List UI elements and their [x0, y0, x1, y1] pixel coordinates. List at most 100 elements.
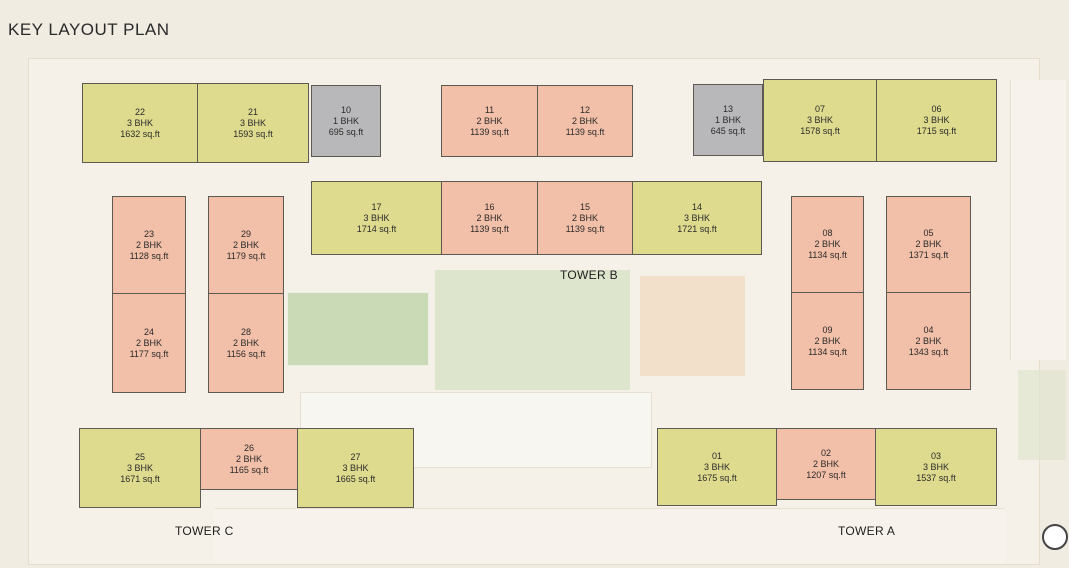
- unit-number: 09: [822, 324, 833, 335]
- unit-area: 1715 sq.ft: [916, 126, 957, 136]
- basketball-court: [640, 276, 745, 376]
- unit-number: 03: [930, 450, 941, 461]
- unit-22[interactable]: 22 3 BHK 1632 sq.ft: [82, 83, 198, 163]
- unit-08[interactable]: 08 2 BHK 1134 sq.ft: [791, 196, 864, 293]
- unit-28[interactable]: 28 2 BHK 1156 sq.ft: [208, 293, 284, 393]
- unit-area: 1139 sq.ft: [565, 126, 605, 137]
- unit-02[interactable]: 02 2 BHK 1207 sq.ft: [776, 428, 876, 500]
- unit-type: 2 BHK: [135, 337, 162, 348]
- unit-number: 29: [240, 228, 251, 239]
- unit-type: 3 BHK: [363, 212, 390, 223]
- unit-05[interactable]: 05 2 BHK 1371 sq.ft: [886, 196, 971, 293]
- unit-27[interactable]: 27 3 BHK 1665 sq.ft: [297, 428, 414, 508]
- unit-15[interactable]: 15 2 BHK 1139 sq.ft: [537, 181, 633, 255]
- compass-icon: [1042, 524, 1068, 550]
- unit-number: 04: [923, 324, 934, 335]
- unit-type: 2 BHK: [571, 212, 598, 223]
- unit-area: 1343 sq.ft: [908, 346, 949, 357]
- unit-11[interactable]: 11 2 BHK 1139 sq.ft: [441, 85, 538, 157]
- unit-12[interactable]: 12 2 BHK 1139 sq.ft: [537, 85, 633, 157]
- unit-type: 1 BHK: [714, 114, 741, 125]
- unit-number: 22: [134, 106, 145, 117]
- unit-area: 1721 sq.ft: [677, 223, 717, 234]
- unit-area: 1179 sq.ft: [226, 250, 266, 261]
- unit-area: 1671 sq.ft: [120, 473, 160, 484]
- unit-area: 1139 sq.ft: [470, 126, 509, 137]
- unit-07[interactable]: 07 3 BHK 1578 sq.ft: [763, 79, 877, 162]
- unit-number: 11: [484, 104, 495, 115]
- unit-area: 1139 sq.ft: [470, 223, 509, 234]
- unit-number: 28: [240, 326, 251, 337]
- unit-16[interactable]: 16 2 BHK 1139 sq.ft: [441, 181, 538, 255]
- unit-area: 1207 sq.ft: [806, 469, 846, 480]
- unit-10[interactable]: 10 1 BHK 695 sq.ft: [311, 85, 381, 157]
- right-lawn: [1018, 370, 1066, 460]
- unit-03[interactable]: 03 3 BHK 1537 sq.ft: [875, 428, 997, 506]
- unit-number: 23: [143, 228, 154, 239]
- unit-21[interactable]: 21 3 BHK 1593 sq.ft: [197, 83, 309, 163]
- unit-type: 2 BHK: [476, 115, 503, 126]
- unit-type: 2 BHK: [571, 115, 598, 126]
- unit-type: 3 BHK: [126, 462, 153, 473]
- unit-area: 1371 sq.ft: [908, 250, 949, 260]
- unit-number: 02: [820, 447, 831, 458]
- central-lawn: [435, 270, 630, 390]
- unit-09[interactable]: 09 2 BHK 1134 sq.ft: [791, 292, 864, 390]
- unit-number: 08: [822, 228, 833, 238]
- unit-area: 1665 sq.ft: [335, 473, 376, 484]
- unit-type: 2 BHK: [476, 212, 503, 223]
- unit-type: 1 BHK: [332, 115, 359, 126]
- unit-area: 1714 sq.ft: [356, 223, 397, 234]
- unit-type: 3 BHK: [683, 212, 710, 223]
- unit-type: 2 BHK: [812, 458, 839, 469]
- unit-area: 1128 sq.ft: [129, 250, 169, 261]
- unit-type: 2 BHK: [915, 335, 942, 346]
- unit-04[interactable]: 04 2 BHK 1343 sq.ft: [886, 292, 971, 390]
- unit-17[interactable]: 17 3 BHK 1714 sq.ft: [311, 181, 442, 255]
- unit-number: 05: [923, 228, 934, 238]
- unit-area: 1165 sq.ft: [229, 464, 269, 475]
- unit-type: 3 BHK: [126, 117, 153, 128]
- unit-number: 10: [340, 104, 351, 115]
- tennis-court: [287, 292, 429, 366]
- unit-number: 14: [691, 201, 702, 212]
- unit-area: 1134 sq.ft: [808, 346, 847, 357]
- unit-area: 1675 sq.ft: [697, 472, 737, 483]
- unit-23[interactable]: 23 2 BHK 1128 sq.ft: [112, 196, 186, 294]
- tower-b-label: TOWER B: [560, 268, 618, 282]
- unit-14[interactable]: 14 3 BHK 1721 sq.ft: [632, 181, 762, 255]
- right-parking: [1010, 80, 1066, 360]
- unit-number: 12: [579, 104, 590, 115]
- unit-06[interactable]: 06 3 BHK 1715 sq.ft: [876, 79, 997, 162]
- unit-number: 06: [931, 104, 942, 114]
- unit-26[interactable]: 26 2 BHK 1165 sq.ft: [200, 428, 298, 490]
- unit-number: 01: [711, 450, 722, 461]
- unit-type: 2 BHK: [814, 335, 841, 346]
- unit-type: 2 BHK: [915, 239, 942, 249]
- unit-area: 1156 sq.ft: [226, 348, 266, 359]
- unit-number: 17: [371, 201, 382, 212]
- unit-area: 645 sq.ft: [710, 125, 746, 136]
- tower-c-label: TOWER C: [175, 524, 234, 538]
- unit-number: 27: [350, 451, 361, 462]
- unit-area: 1632 sq.ft: [120, 128, 160, 139]
- unit-25[interactable]: 25 3 BHK 1671 sq.ft: [79, 428, 201, 508]
- unit-area: 1177 sq.ft: [129, 348, 169, 359]
- unit-number: 24: [143, 326, 154, 337]
- unit-area: 695 sq.ft: [328, 126, 364, 137]
- unit-13[interactable]: 13 1 BHK 645 sq.ft: [693, 84, 763, 156]
- unit-01[interactable]: 01 3 BHK 1675 sq.ft: [657, 428, 777, 506]
- unit-type: 3 BHK: [922, 461, 949, 472]
- unit-number: 07: [814, 104, 825, 114]
- unit-type: 2 BHK: [135, 239, 162, 250]
- unit-area: 1139 sq.ft: [565, 223, 605, 234]
- unit-area: 1134 sq.ft: [808, 250, 847, 260]
- unit-type: 2 BHK: [232, 337, 259, 348]
- unit-number: 25: [134, 451, 145, 462]
- unit-24[interactable]: 24 2 BHK 1177 sq.ft: [112, 293, 186, 393]
- unit-area: 1537 sq.ft: [916, 472, 956, 483]
- unit-type: 2 BHK: [814, 239, 841, 249]
- unit-type: 3 BHK: [239, 117, 266, 128]
- unit-29[interactable]: 29 2 BHK 1179 sq.ft: [208, 196, 284, 294]
